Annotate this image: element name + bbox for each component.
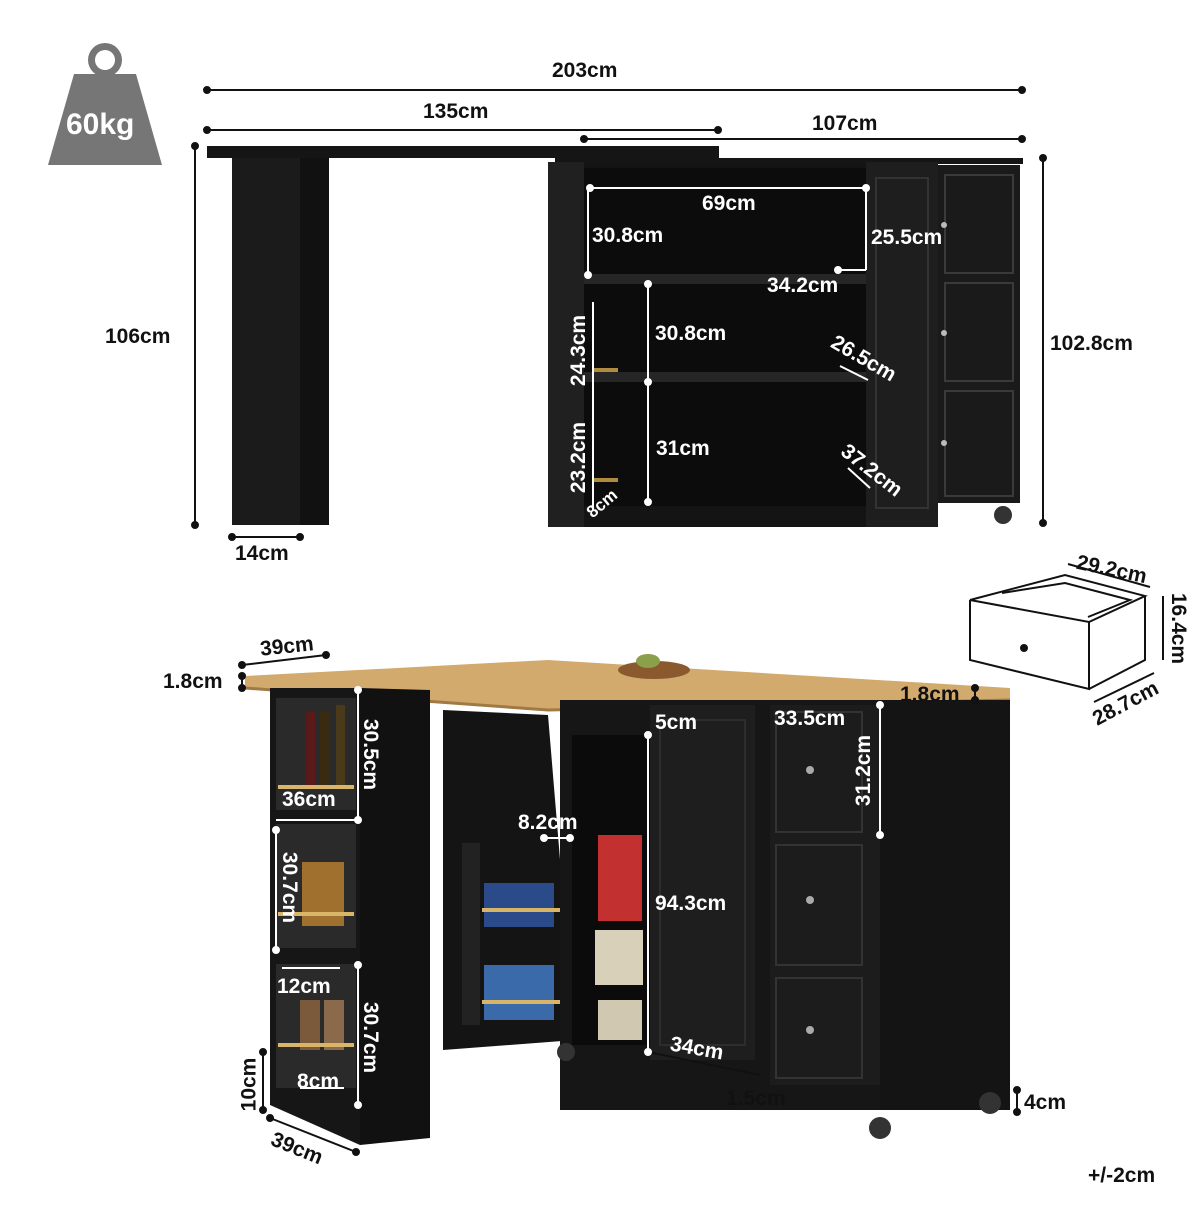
leg-width-label: 14cm (235, 542, 289, 565)
extended-width-label: 135cm (423, 100, 489, 123)
total-height-label: 106cm (105, 325, 171, 348)
weight-icon (48, 43, 162, 165)
side-shelf-width-label: 36cm (282, 788, 336, 811)
cabinet-inner-height-label: 94.3cm (655, 892, 727, 915)
bottom-dimension-lines (238, 651, 1021, 1156)
door-rack-lower-label: 23.2cm (567, 421, 591, 494)
door-upper-height-label: 25.5cm (871, 226, 943, 249)
top-dimension-lines (191, 86, 1047, 541)
upper-shelf-height-label: 30.8cm (592, 224, 664, 247)
bottom-view-furniture (244, 654, 1011, 1145)
side-rail-label: 8cm (297, 1070, 340, 1093)
side-shelf-depth-label: 12cm (277, 975, 331, 998)
top-view-furniture (207, 146, 1023, 527)
inner-width-label: 69cm (702, 192, 756, 215)
total-width-label: 203cm (552, 59, 618, 82)
middle-shelf-height-label: 30.8cm (655, 322, 727, 345)
drawer-front-width-label: 33.5cm (774, 707, 846, 730)
wheel-height-label: 4cm (1024, 1091, 1067, 1114)
side-shelf-2-label: 30.7cm (278, 851, 302, 924)
top-thickness-right-label: 1.8cm (900, 683, 960, 706)
drawer-detail-drawing (969, 563, 1164, 703)
door-rack-upper-label: 24.3cm (567, 314, 591, 387)
lower-shelf-height-label: 31cm (656, 437, 710, 460)
base-height-label: 10cm (237, 1057, 261, 1112)
side-rack-width-label: 39cm (258, 632, 315, 661)
drawer-front-height-label: 31.2cm (852, 734, 876, 807)
shelf-depth-label: 34.2cm (767, 274, 839, 297)
side-shelf-1-label: 30.5cm (359, 718, 383, 791)
door-rack-width-label: 8.2cm (518, 811, 578, 834)
drawer-height-label: 16.4cm (1167, 592, 1191, 665)
cabinet-width-label: 107cm (812, 112, 878, 135)
top-gap-label: 5cm (655, 711, 698, 734)
cabinet-height-label: 102.8cm (1050, 332, 1133, 355)
bottom-inner-dimension-lines (272, 686, 884, 1109)
tolerance-note: +/-2cm (1088, 1164, 1156, 1187)
top-thickness-left-label: 1.8cm (163, 670, 223, 693)
weight-label: 60kg (66, 108, 135, 141)
top-inner-dimension-lines (584, 184, 871, 510)
drawer-gap-label: 1.5cm (726, 1087, 786, 1110)
side-shelf-3-label: 30.7cm (359, 1001, 383, 1074)
